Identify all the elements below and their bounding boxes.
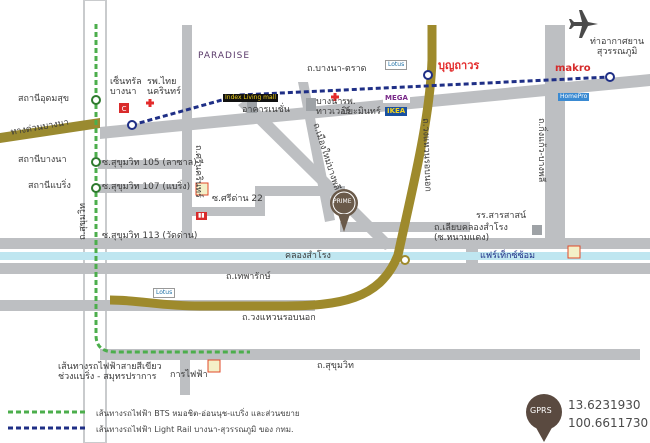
- station-light-rail-mid: [423, 70, 433, 80]
- sukhumvit-113-label: ซ.สุขุมวิท 113 (วัดด่าน): [102, 231, 198, 241]
- building-icon: [532, 225, 542, 235]
- station-bearing: [91, 183, 101, 193]
- thai-nakarin-hospital-label: รพ.ไทย นครินทร์: [147, 77, 181, 98]
- sarasas-label: รร.สารสาสน์: [476, 211, 527, 221]
- road-soi-107: [98, 184, 183, 193]
- hospital-icon: [146, 99, 154, 107]
- bangna-expressway: [0, 118, 100, 143]
- khlong-samrong-canal: [0, 252, 650, 260]
- liap-khlong-label: ถ.เลียบคลองสำโรง (ซ.หนามแดง): [434, 223, 508, 244]
- road-sri-dan-22: [192, 186, 345, 216]
- sukhumvit-road-label: ถ.สุขุมวิท: [317, 361, 354, 371]
- nation-building-label: อาคารเนชั่น: [242, 105, 290, 115]
- tesco-lotus-bottom-logo: Lotus: [153, 288, 176, 298]
- gps-longitude: 100.6611730: [568, 416, 649, 430]
- junction-marker: [400, 255, 410, 265]
- hospital-icons: [146, 93, 339, 107]
- station-udomsuk: [91, 95, 101, 105]
- station-bangna: [91, 157, 101, 167]
- sukhumvit-rail-corridor: [83, 0, 107, 443]
- hospital-icon: [331, 93, 339, 101]
- outer-ring-road: [109, 25, 437, 311]
- road-king-kaew: [545, 25, 555, 240]
- target-location-marker: [330, 189, 358, 232]
- bts-stations: [91, 70, 615, 193]
- road-soi-105: [98, 160, 183, 169]
- airplane-icon: [569, 10, 598, 38]
- sukhumvit-107-label: ซ.สุขุมวิท 107 (แบริ่ง): [102, 182, 191, 192]
- bearing-station-label: สถานีแบริ่ง: [28, 181, 71, 191]
- legend-light-rail-text: เส้นทางรถไฟฟ้า Light Rail บางนา-สุวรรณภู…: [96, 425, 294, 434]
- road-king-kaew-b: [555, 25, 565, 240]
- road-diagonal-target: [238, 98, 395, 250]
- tesco-lotus-top-logo: Lotus: [385, 60, 408, 70]
- bangna-tower-label: บางนา ทาวเวอร์: [316, 97, 351, 118]
- bts-green-line: [94, 24, 250, 354]
- svg-text:C: C: [122, 105, 127, 113]
- road-sukhumvit-bottom: [100, 349, 640, 360]
- sukhumvit-vertical-label: ถ.สุขุมวิท: [78, 203, 88, 240]
- road-kan-faifa: [180, 355, 190, 395]
- index-living-logo: Index Living mall: [223, 94, 279, 102]
- gps-title: GPRS: [530, 406, 552, 415]
- piyamin-hospital-label: รพ. ปิยะมินทร์: [342, 97, 381, 118]
- airport-label: ท่าอากาศยาน สุวรรณภูมิ: [590, 37, 645, 58]
- homepro-logo: HomePro: [558, 93, 590, 101]
- road-khlong-samrong-ne: [430, 238, 650, 249]
- paradise-park-label: PARADISE: [198, 51, 251, 61]
- king-kaew-road-label: ถ.กิ่งแก้ว-บางพลี: [536, 118, 546, 183]
- building-icon: [306, 98, 316, 111]
- road-network: [0, 25, 650, 395]
- fair-market-label: แฟร์เท็กซ์ซ้อม: [480, 251, 536, 261]
- khlong-samrong-label: คลองสำโรง: [285, 251, 331, 261]
- makro-label: makro: [555, 63, 591, 74]
- road-bangna-trad: [100, 74, 650, 139]
- station-light-rail-start: [127, 120, 137, 130]
- central-logo: C: [119, 103, 129, 113]
- mega-logo: MEGA: [383, 94, 410, 103]
- road-srinakarin: [182, 25, 192, 240]
- shop-logo: ▮▮: [196, 212, 207, 220]
- sri-dan-22-label: ซ.ศรีด่าน 22: [212, 194, 263, 204]
- seven-eleven-icons: [195, 182, 581, 373]
- road-thepharak: [0, 263, 650, 274]
- central-bangna-label: เซ็นทรัล บางนา: [110, 77, 142, 98]
- bts-extension-label: เส้นทางรถไฟฟ้าสายสีเขียว ช่วงแบริ่ง - สม…: [58, 362, 162, 383]
- legend-bts-text: เส้นทางรถไฟฟ้า BTS หมอชิต-อ่อนนุช-แบริ่ง…: [96, 409, 300, 418]
- kan-faifa-label: การไฟฟ้า: [170, 370, 208, 380]
- udomsuk-station-label: สถานีอุดมสุข: [18, 94, 69, 104]
- road-khlong-samrong-n: [0, 238, 430, 249]
- ikea-logo: IKEA: [385, 107, 408, 116]
- sukhumvit-105-label: ซ.สุขุมวิท 105 (ลาซาล): [102, 158, 197, 168]
- gps-latitude: 13.6231930: [568, 398, 641, 412]
- thepharak-road-label: ถ.เทพารักษ์: [226, 272, 271, 282]
- bangna-station-label: สถานีบางนา: [18, 155, 67, 165]
- building-icon: [247, 100, 257, 113]
- building-icons: [247, 98, 542, 235]
- station-light-rail-end: [605, 72, 615, 82]
- outer-ring-road-label: ถ.วงแหวนรอบนอก: [242, 313, 316, 323]
- boonthavorn-label: บุญถาวร: [438, 59, 480, 72]
- target-name-label: PRIME: [333, 198, 352, 205]
- bangna-trad-label: ถ.บางนา-ตราด: [307, 64, 367, 74]
- gps-pin-icon: [526, 394, 562, 442]
- srinakarin-road-label: ถ.ศรีนครินทร์: [193, 145, 203, 198]
